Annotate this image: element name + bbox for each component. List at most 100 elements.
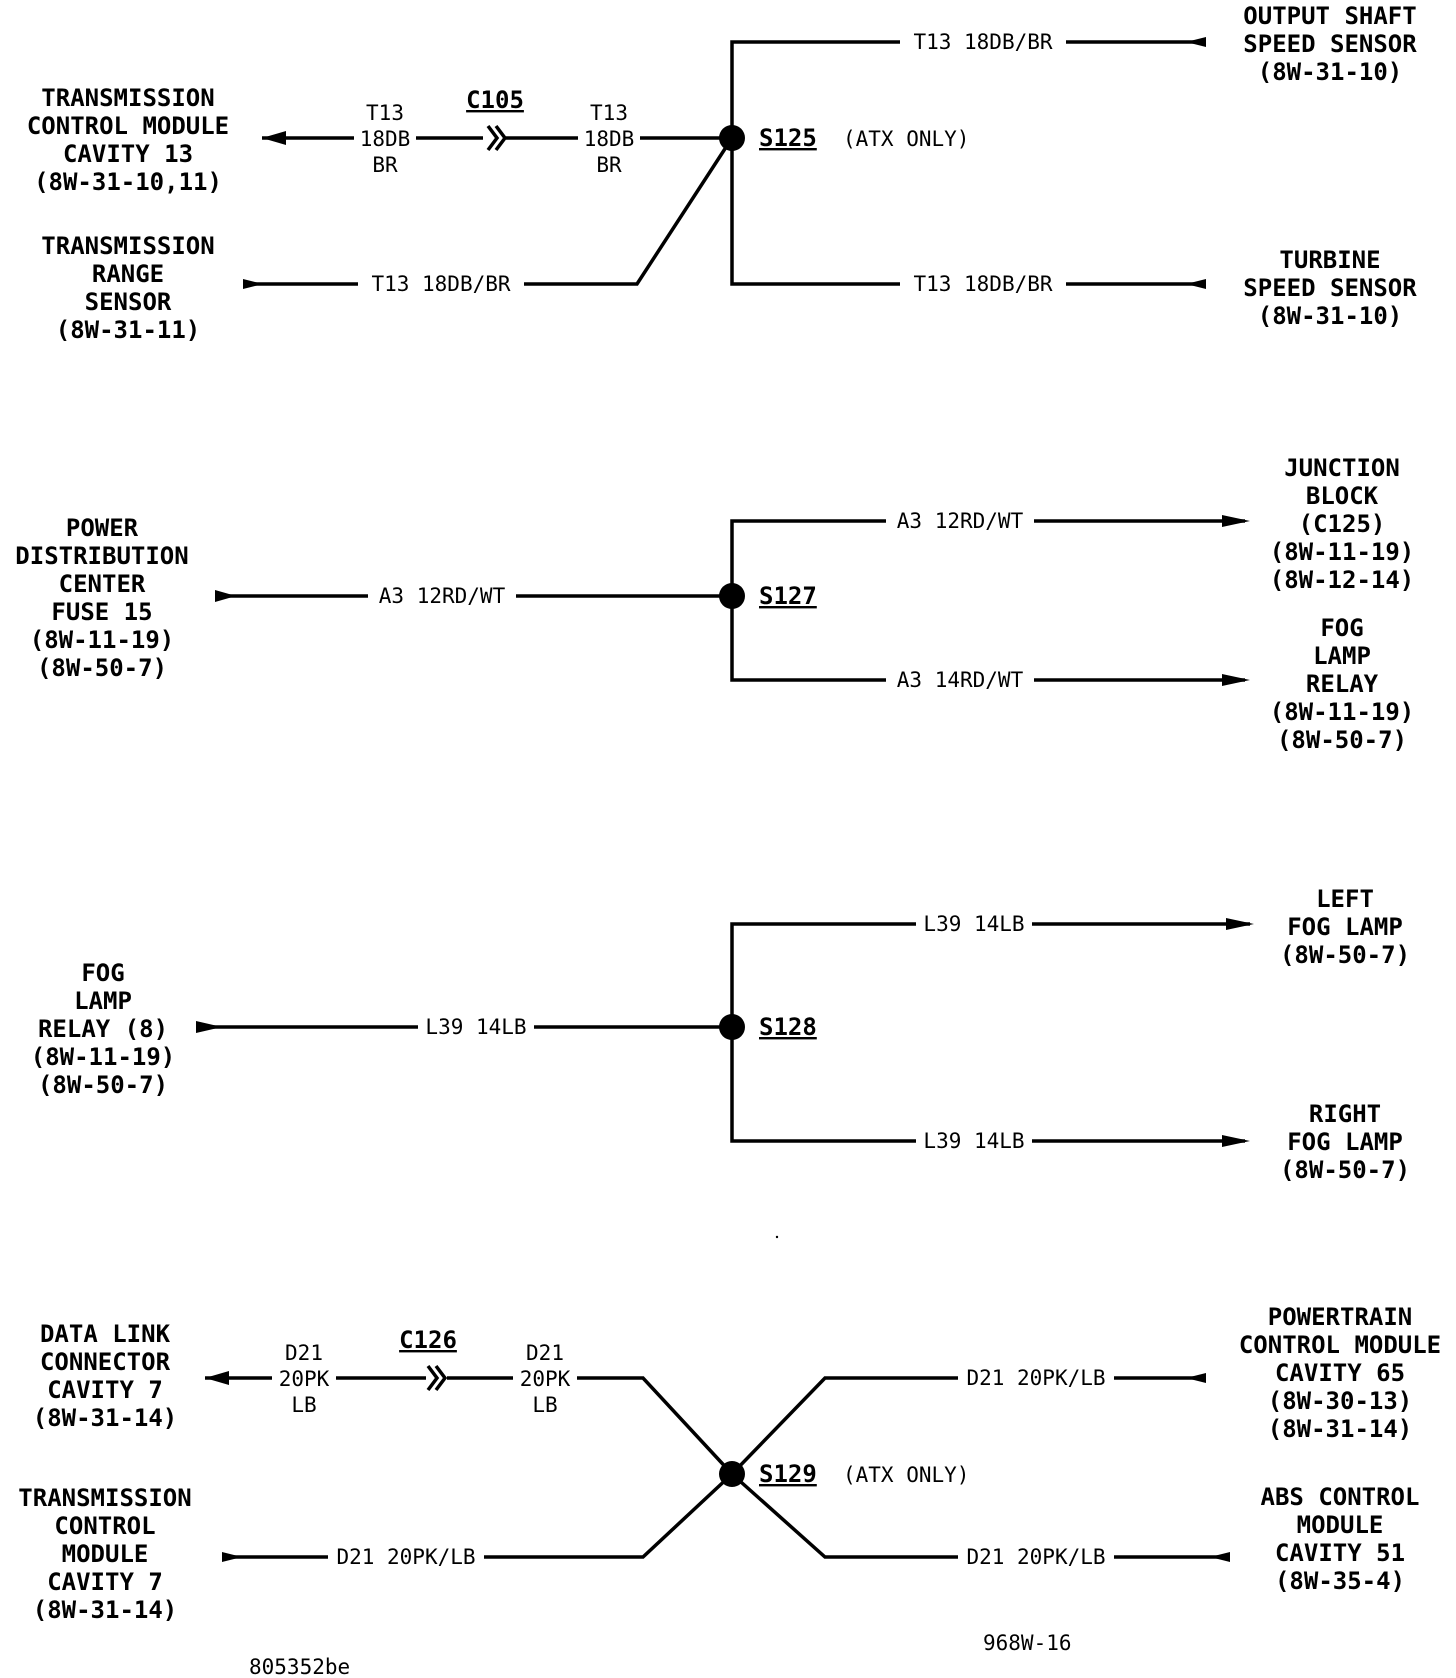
wire-label-c105-color: BR [596, 153, 622, 177]
component-label-line: (8W-31-10) [1258, 302, 1403, 330]
connector-c126-icon [426, 1364, 448, 1392]
component-label-line: BLOCK [1306, 482, 1379, 510]
wire-label-right-fog: L39 14LB [923, 1129, 1024, 1153]
wire-s127-relay [730, 596, 1245, 682]
component-label-line: (8W-31-14) [33, 1596, 178, 1624]
wire-s129-tcm7 [222, 1472, 734, 1559]
component-label-line: RANGE [92, 260, 164, 288]
wire-label-pcm: D21 20PK/LB [966, 1366, 1105, 1390]
arrow-tss-icon [1186, 279, 1206, 289]
section-s125: C105 S125 (ATX ONLY) T13 18DB BR T13 18D… [27, 2, 1417, 344]
component-label-line: (8W-50-7) [37, 654, 167, 682]
wire-label-c126-code: D21 [526, 1341, 564, 1365]
splice-s127-dot [719, 583, 745, 609]
wire-label-tcm7: D21 20PK/LB [336, 1545, 475, 1569]
component-label-line: LAMP [1313, 642, 1371, 670]
component-label-line: (8W-31-14) [33, 1404, 178, 1432]
component-fog-lamp-relay: FOG LAMP RELAY (8W-11-19) (8W-50-7) [1270, 614, 1415, 754]
component-label-line: (8W-50-7) [1277, 726, 1407, 754]
arrow-pdc-icon [215, 590, 236, 602]
wire-s128-right-fog [730, 1027, 1245, 1143]
wire-label-jb: A3 12RD/WT [897, 509, 1024, 533]
component-label-line: JUNCTION [1284, 454, 1400, 482]
component-label-line: TURBINE [1279, 246, 1380, 274]
component-transmission-range-sensor: TRANSMISSION RANGE SENSOR (8W-31-11) [41, 232, 214, 344]
splice-s129-label: S129 [759, 1460, 817, 1488]
component-label-line: DISTRIBUTION [15, 542, 188, 570]
component-label-line: CONTROL [54, 1512, 155, 1540]
component-label-line: FUSE 15 [51, 598, 152, 626]
section-s128: S128 L39 14LB L39 14LB L39 14LB FOG LAMP… [31, 885, 1410, 1184]
component-label-line: (8W-50-7) [38, 1071, 168, 1099]
arrow-right-fog-icon [1222, 1135, 1250, 1147]
component-label-line: CAVITY 65 [1275, 1359, 1405, 1387]
arrow-pcm-icon [1186, 1373, 1206, 1383]
component-label-line: CAVITY 7 [47, 1568, 163, 1596]
component-turbine-speed-sensor: TURBINE SPEED SENSOR (8W-31-10) [1243, 246, 1417, 330]
component-tcm-cavity-7: TRANSMISSION CONTROL MODULE CAVITY 7 (8W… [18, 1484, 191, 1624]
component-label-line: POWER [66, 514, 139, 542]
arrow-dlc-icon [205, 1371, 229, 1385]
wire-label-trs: T13 18DB/BR [371, 272, 510, 296]
component-label-line: TRANSMISSION [41, 84, 214, 112]
wire-label-left-fog: L39 14LB [923, 912, 1024, 936]
component-output-shaft-speed-sensor: OUTPUT SHAFT SPEED SENSOR (8W-31-10) [1243, 2, 1417, 86]
wire-s127-jb [730, 519, 1245, 596]
component-junction-block: JUNCTION BLOCK (C125) (8W-11-19) (8W-12-… [1270, 454, 1415, 594]
wire-s125-tss [730, 138, 1205, 286]
component-label-line: (C125) [1299, 510, 1386, 538]
wire-label-oss: T13 18DB/BR [913, 30, 1052, 54]
component-label-line: (8W-11-19) [30, 626, 175, 654]
arrow-abs-icon [1210, 1552, 1230, 1562]
component-label-line: SENSOR [85, 288, 172, 316]
component-label-line: CONTROL MODULE [1239, 1331, 1441, 1359]
wire-label-fog-relay-out: A3 14RD/WT [897, 668, 1024, 692]
arrow-tcm7-icon [222, 1552, 242, 1562]
component-label-line: (8W-31-10) [1258, 58, 1403, 86]
splice-s125-label: S125 [759, 124, 817, 152]
component-data-link-connector: DATA LINK CONNECTOR CAVITY 7 (8W-31-14) [33, 1320, 178, 1432]
wire-label-fog-relay-in: L39 14LB [425, 1015, 526, 1039]
splice-s128-label: S128 [759, 1013, 817, 1041]
wire-label-dlc-code: D21 [285, 1341, 323, 1365]
arrow-oss-icon [1186, 37, 1206, 47]
component-label-line: POWERTRAIN [1268, 1303, 1413, 1331]
component-label-line: CAVITY 13 [63, 140, 193, 168]
component-right-fog-lamp: RIGHT FOG LAMP (8W-50-7) [1280, 1100, 1410, 1184]
splice-s129-dot [719, 1461, 745, 1487]
artifact-dot [775, 1235, 779, 1239]
image-id: 805352be [249, 1655, 350, 1678]
component-label-line: FOG [1320, 614, 1363, 642]
component-label-line: (8W-31-10,11) [34, 168, 222, 196]
component-label-line: OUTPUT SHAFT [1243, 2, 1416, 30]
component-label-line: TRANSMISSION [41, 232, 214, 260]
component-label-line: RELAY [1306, 670, 1379, 698]
wire-s125-trs [243, 137, 734, 286]
component-label-line: TRANSMISSION [18, 1484, 191, 1512]
wire-label-c126-color: LB [532, 1393, 557, 1417]
component-power-distribution-center: POWER DISTRIBUTION CENTER FUSE 15 (8W-11… [15, 514, 188, 682]
component-label-line: SPEED SENSOR [1243, 274, 1417, 302]
component-label-line: (8W-31-11) [56, 316, 201, 344]
splice-s127-label: S127 [759, 582, 817, 610]
connector-c126-label: C126 [399, 1326, 457, 1354]
splice-s129-note: (ATX ONLY) [843, 1463, 969, 1487]
component-label-line: (8W-11-19) [1270, 538, 1415, 566]
component-label-line: RIGHT [1309, 1100, 1381, 1128]
arrow-relay-icon [1222, 674, 1250, 686]
component-label-line: SPEED SENSOR [1243, 30, 1417, 58]
component-label-line: LAMP [74, 987, 132, 1015]
component-label-line: ABS CONTROL [1261, 1483, 1420, 1511]
wire-label-c105-code: T13 [590, 101, 628, 125]
wire-label-tcm13-code: T13 [366, 101, 404, 125]
component-left-fog-lamp: LEFT FOG LAMP (8W-50-7) [1280, 885, 1410, 969]
section-s127: S127 A3 12RD/WT A3 12RD/WT A3 14RD/WT PO… [15, 454, 1414, 754]
arrow-left-fog-icon [1226, 918, 1254, 930]
arrow-jb-icon [1222, 515, 1250, 527]
component-abs-control-module: ABS CONTROL MODULE CAVITY 51 (8W-35-4) [1261, 1483, 1420, 1595]
component-label-line: MODULE [62, 1540, 149, 1568]
wire-s128-left-fog [730, 922, 1250, 1027]
arrow-fog-relay-icon [196, 1021, 222, 1033]
wire-label-dlc-gauge: 20PK [279, 1367, 330, 1391]
